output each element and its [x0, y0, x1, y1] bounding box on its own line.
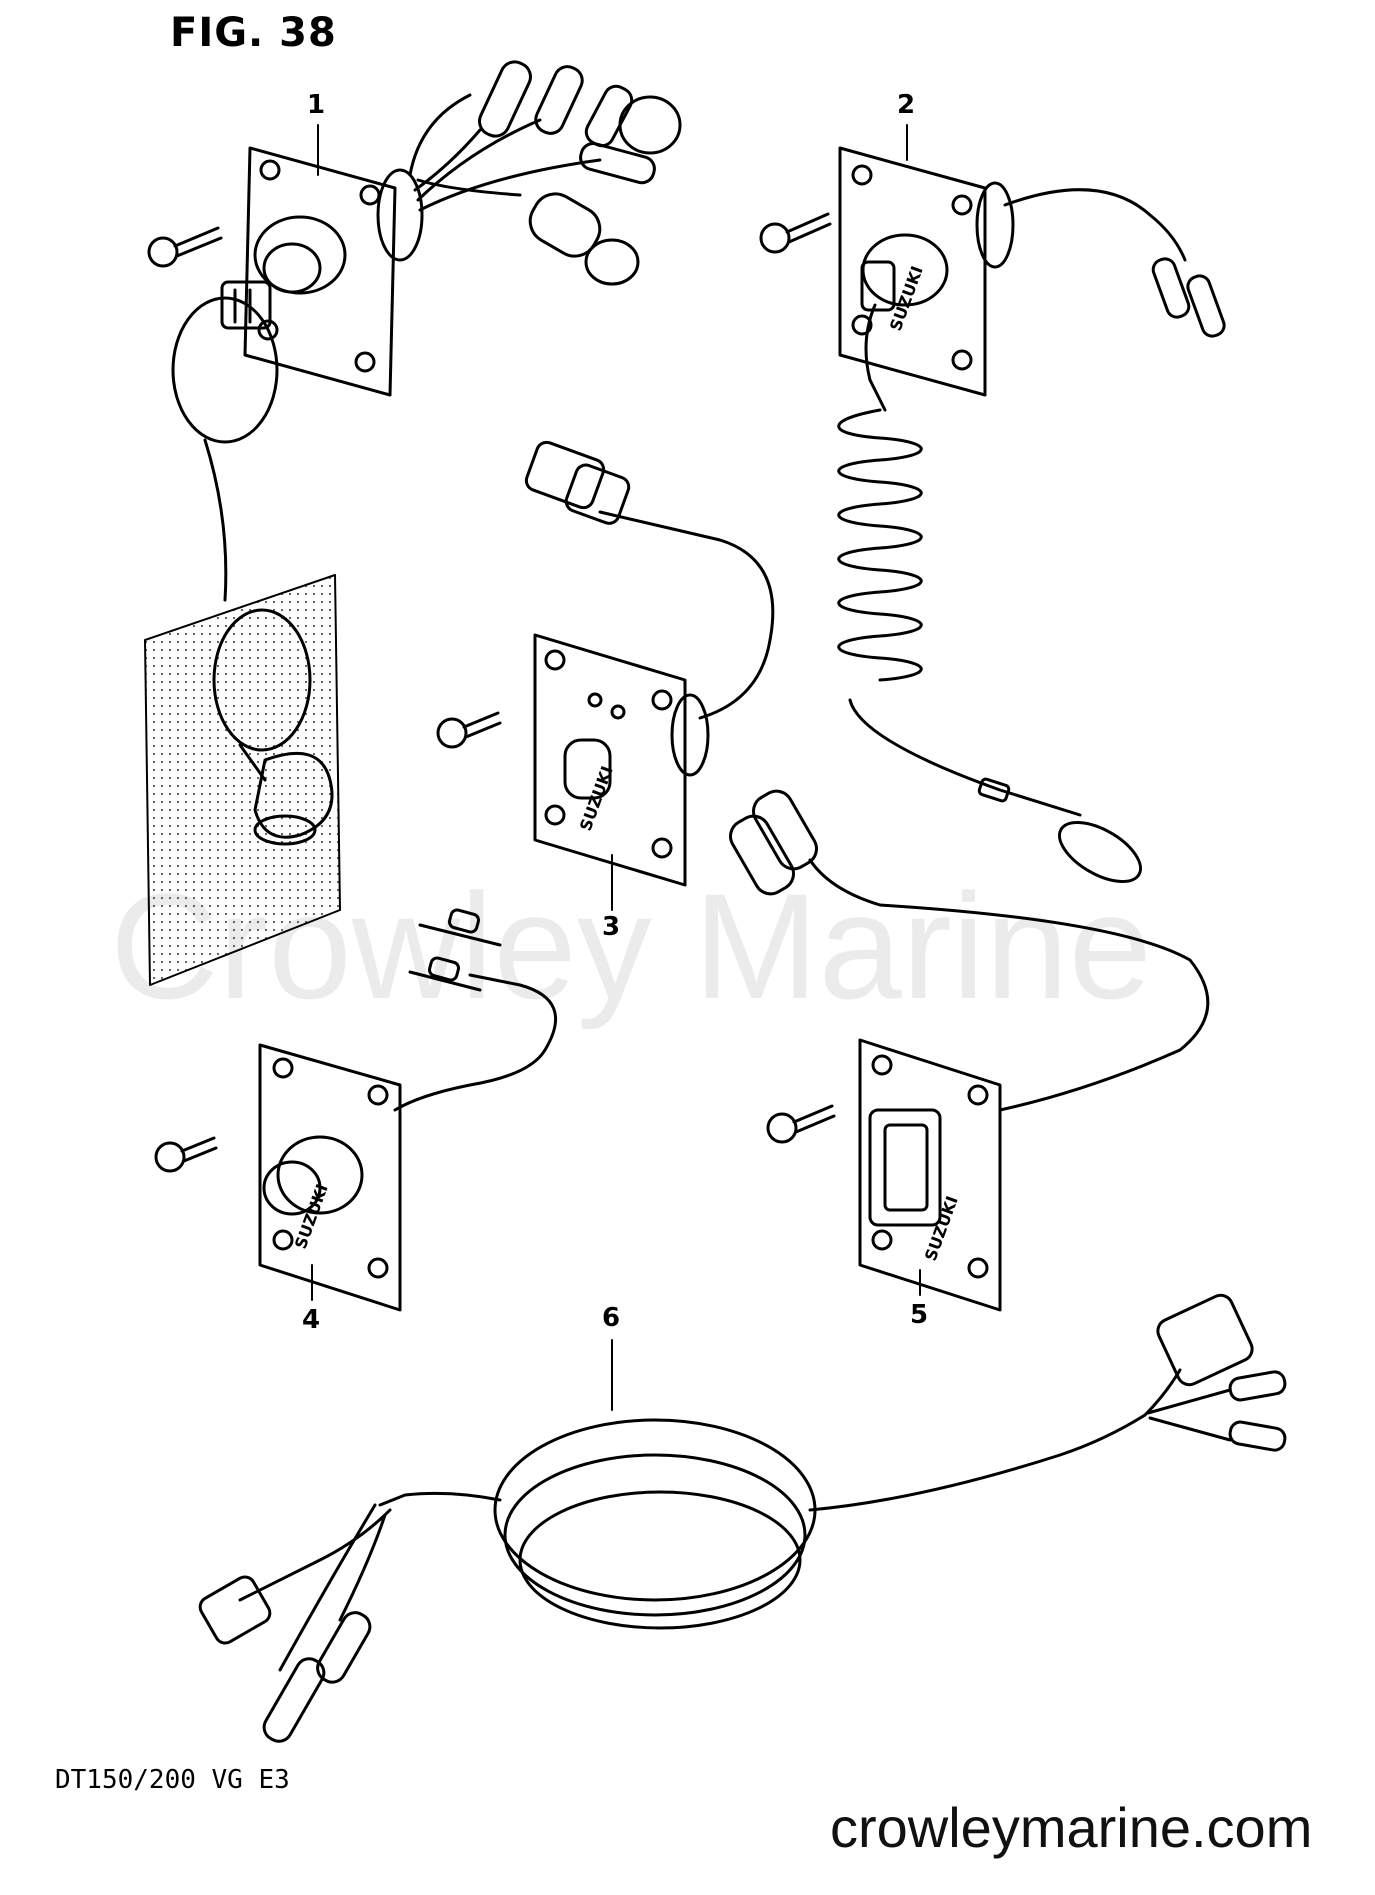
- part-2-plate: [838, 146, 987, 397]
- part-1-ignition-switch: [147, 60, 682, 602]
- callout-4: 4: [302, 1305, 321, 1335]
- part-2-stop-switch: [759, 146, 1226, 883]
- callout-1: 1: [307, 90, 326, 120]
- model-code: DT150/200 VG E3: [55, 1765, 290, 1795]
- part-4-plate: [258, 1043, 402, 1312]
- part-4-plate-marking: SUZUKI: [291, 1181, 332, 1251]
- callout-leaders: [311, 124, 921, 1411]
- part-6-harness: [198, 1293, 1287, 1743]
- callout-5: 5: [910, 1300, 929, 1330]
- part-5-plate: [858, 1038, 1002, 1312]
- mounting-template: [144, 574, 341, 986]
- part-1-plate: [243, 146, 397, 397]
- callout-2: 2: [897, 90, 916, 120]
- figure-label: FIG. 38: [170, 10, 337, 56]
- callout-3: 3: [602, 912, 621, 942]
- part-3-screw: [436, 711, 502, 749]
- part-3-choke-switch: [436, 440, 775, 887]
- part-3-plate: [533, 633, 687, 887]
- part-2-plate-marking: SUZUKI: [886, 263, 927, 333]
- part-1-screw: [147, 226, 223, 268]
- part-1-lanyard-loop: [171, 296, 279, 444]
- callout-6: 6: [602, 1303, 621, 1333]
- part-2-screw: [759, 212, 832, 254]
- part-5-screw: [766, 1104, 836, 1144]
- ignition-key: [220, 280, 272, 330]
- website-link[interactable]: crowleymarine.com: [830, 1796, 1313, 1859]
- part-5-rocker-switch: [729, 789, 1210, 1312]
- part-4-push-switch: [154, 908, 558, 1312]
- part-4-screw: [154, 1136, 218, 1173]
